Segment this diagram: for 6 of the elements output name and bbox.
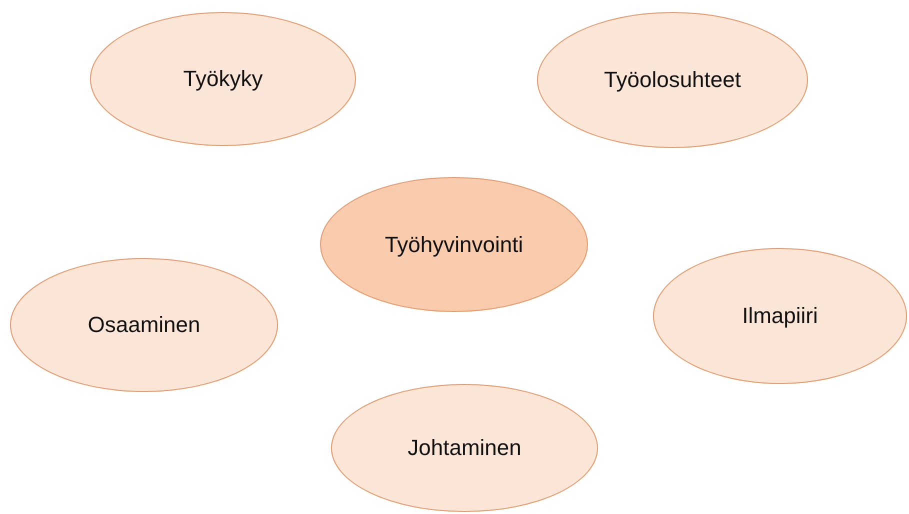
node-label: Osaaminen (88, 312, 200, 338)
node-label: Työolosuhteet (604, 67, 741, 93)
node-label: Johtaminen (408, 435, 522, 461)
node-label: Työkyky (183, 66, 263, 92)
node-label: Ilmapiiri (742, 303, 818, 329)
node-label: Työhyvinvointi (384, 232, 524, 258)
